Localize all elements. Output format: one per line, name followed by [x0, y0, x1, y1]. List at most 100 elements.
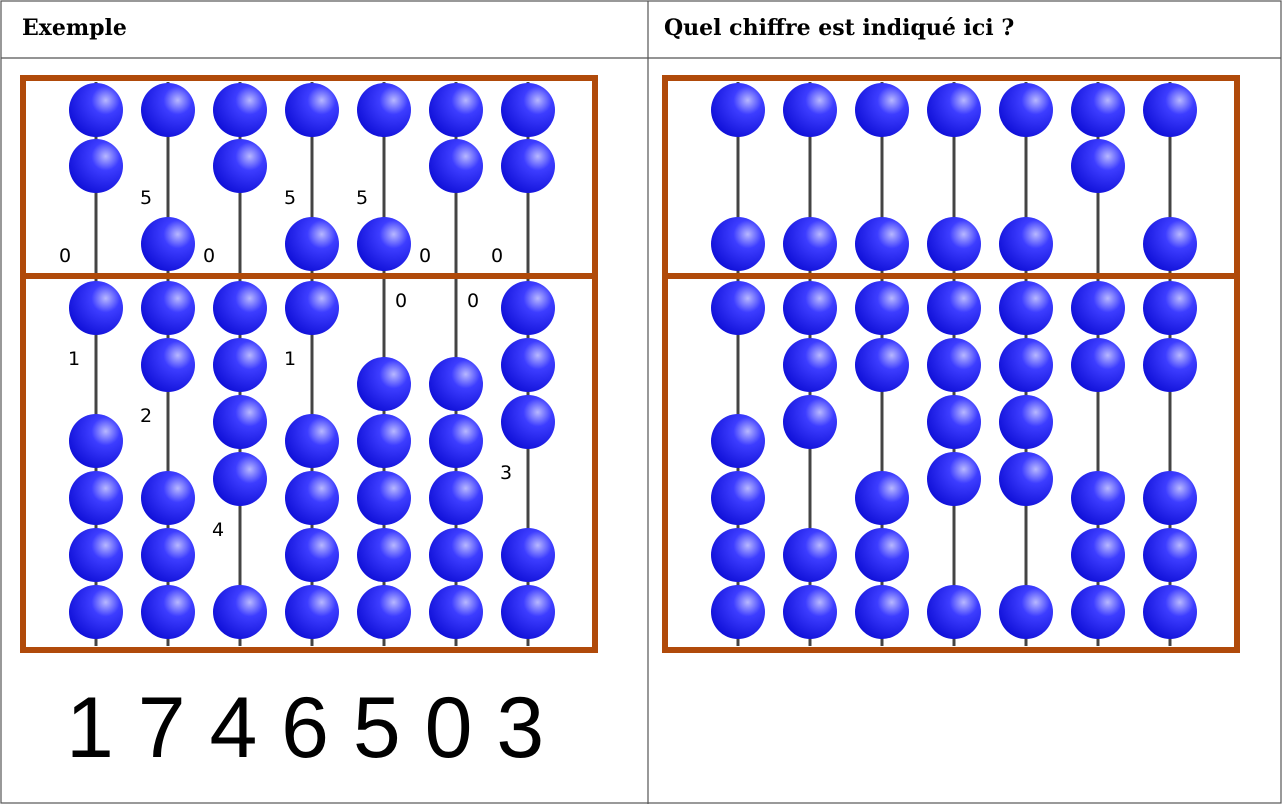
abacus-bead — [429, 357, 483, 411]
abacus-bead — [927, 217, 981, 271]
abacus-bead — [1143, 83, 1197, 137]
right-panel-title: Quel chiffre est indiqué ici ? — [664, 15, 1014, 41]
abacus-bead — [429, 414, 483, 468]
abacus-bead — [285, 83, 339, 137]
abacus-bead — [429, 585, 483, 639]
abacus-bead — [1071, 139, 1125, 193]
abacus-value-label: 1 — [68, 348, 80, 370]
abacus-value-label: 5 — [140, 187, 152, 209]
abacus-value-label: 3 — [500, 462, 512, 484]
abacus-bead — [855, 585, 909, 639]
abacus-column — [855, 82, 909, 646]
abacus-bead — [1143, 217, 1197, 271]
abacus-bead — [501, 585, 555, 639]
abacus-bead — [999, 395, 1053, 449]
abacus-bead — [141, 83, 195, 137]
abacus-bead — [429, 528, 483, 582]
abacus-bead — [141, 217, 195, 271]
abacus-bead — [999, 217, 1053, 271]
abacus-bead — [1071, 585, 1125, 639]
abacus-column — [999, 82, 1053, 646]
abacus-bead — [783, 528, 837, 582]
abacus-column: 01 — [59, 82, 123, 646]
abacus-column: 52 — [140, 82, 195, 646]
abacus-bead — [927, 452, 981, 506]
abacus-bead — [429, 471, 483, 525]
abacus-bead — [783, 281, 837, 335]
abacus-column: 03 — [491, 82, 555, 646]
abacus-bead — [1143, 471, 1197, 525]
abacus-bead — [783, 395, 837, 449]
abacus-bead — [213, 139, 267, 193]
abacus-value-label: 0 — [491, 245, 503, 267]
abacus-bead — [999, 585, 1053, 639]
abacus-bead — [1071, 281, 1125, 335]
abacus-value-label: 0 — [59, 245, 71, 267]
abacus-bead — [357, 414, 411, 468]
abacus-column — [1071, 82, 1125, 646]
abacus-bead — [285, 281, 339, 335]
abacus-bead — [141, 528, 195, 582]
abacus-column: 00 — [419, 82, 483, 646]
abacus-value-label: 5 — [356, 187, 368, 209]
abacus-bead — [999, 83, 1053, 137]
abacus-bead — [213, 395, 267, 449]
abacus-bead — [783, 83, 837, 137]
abacus-bead — [501, 83, 555, 137]
abacus-bead — [1071, 83, 1125, 137]
abacus-bead — [855, 338, 909, 392]
abacus-bead — [285, 217, 339, 271]
abacus-bead — [783, 217, 837, 271]
abacus-bead — [855, 281, 909, 335]
abacus-bead — [141, 281, 195, 335]
abacus-bead — [285, 471, 339, 525]
abacus-bead — [501, 338, 555, 392]
abacus-bead — [783, 585, 837, 639]
abacus-bead — [1143, 281, 1197, 335]
abacus-bead — [141, 585, 195, 639]
abacus-bead — [141, 471, 195, 525]
abacus-bead — [927, 395, 981, 449]
abacus-bead — [69, 471, 123, 525]
abacus-bead — [501, 528, 555, 582]
abacus-bead — [213, 452, 267, 506]
abacus-bead — [213, 83, 267, 137]
abacus-bead — [711, 585, 765, 639]
abacus-bead — [501, 139, 555, 193]
abacus-bead — [429, 83, 483, 137]
abacus-bead — [213, 585, 267, 639]
abacus-bead — [855, 471, 909, 525]
abacus-column: 50 — [356, 82, 411, 646]
abacus-bead — [357, 471, 411, 525]
example-answer: 1 7 4 6 5 0 3 — [66, 680, 544, 776]
abacus-bead — [357, 83, 411, 137]
abacus-bead — [855, 217, 909, 271]
abacus-bead — [1071, 338, 1125, 392]
abacus-bead — [285, 414, 339, 468]
abacus-bead — [141, 338, 195, 392]
abacus-bead — [711, 471, 765, 525]
abacus-bead — [285, 528, 339, 582]
abacus-bead — [1143, 585, 1197, 639]
abacus-bead — [1071, 471, 1125, 525]
abacus-bead — [1071, 528, 1125, 582]
abacus-value-label: 2 — [140, 405, 152, 427]
abacus-value-label: 0 — [203, 245, 215, 267]
abacus-bead — [69, 139, 123, 193]
abacus-bead — [927, 281, 981, 335]
abacus-value-label: 4 — [212, 519, 224, 541]
abacus-bead — [429, 139, 483, 193]
abacus-bead — [357, 585, 411, 639]
abacus-bead — [783, 338, 837, 392]
abacus-value-label: 0 — [419, 245, 431, 267]
abacus-value-label: 5 — [284, 187, 296, 209]
abacus-column — [711, 82, 765, 646]
abacus-bead — [927, 83, 981, 137]
abacus-value-label: 0 — [395, 290, 407, 312]
abacus-bead — [213, 281, 267, 335]
abacus-bead — [357, 357, 411, 411]
abacus-bead — [1143, 338, 1197, 392]
abacus-column: 04 — [203, 82, 267, 646]
abacus-bead — [927, 338, 981, 392]
